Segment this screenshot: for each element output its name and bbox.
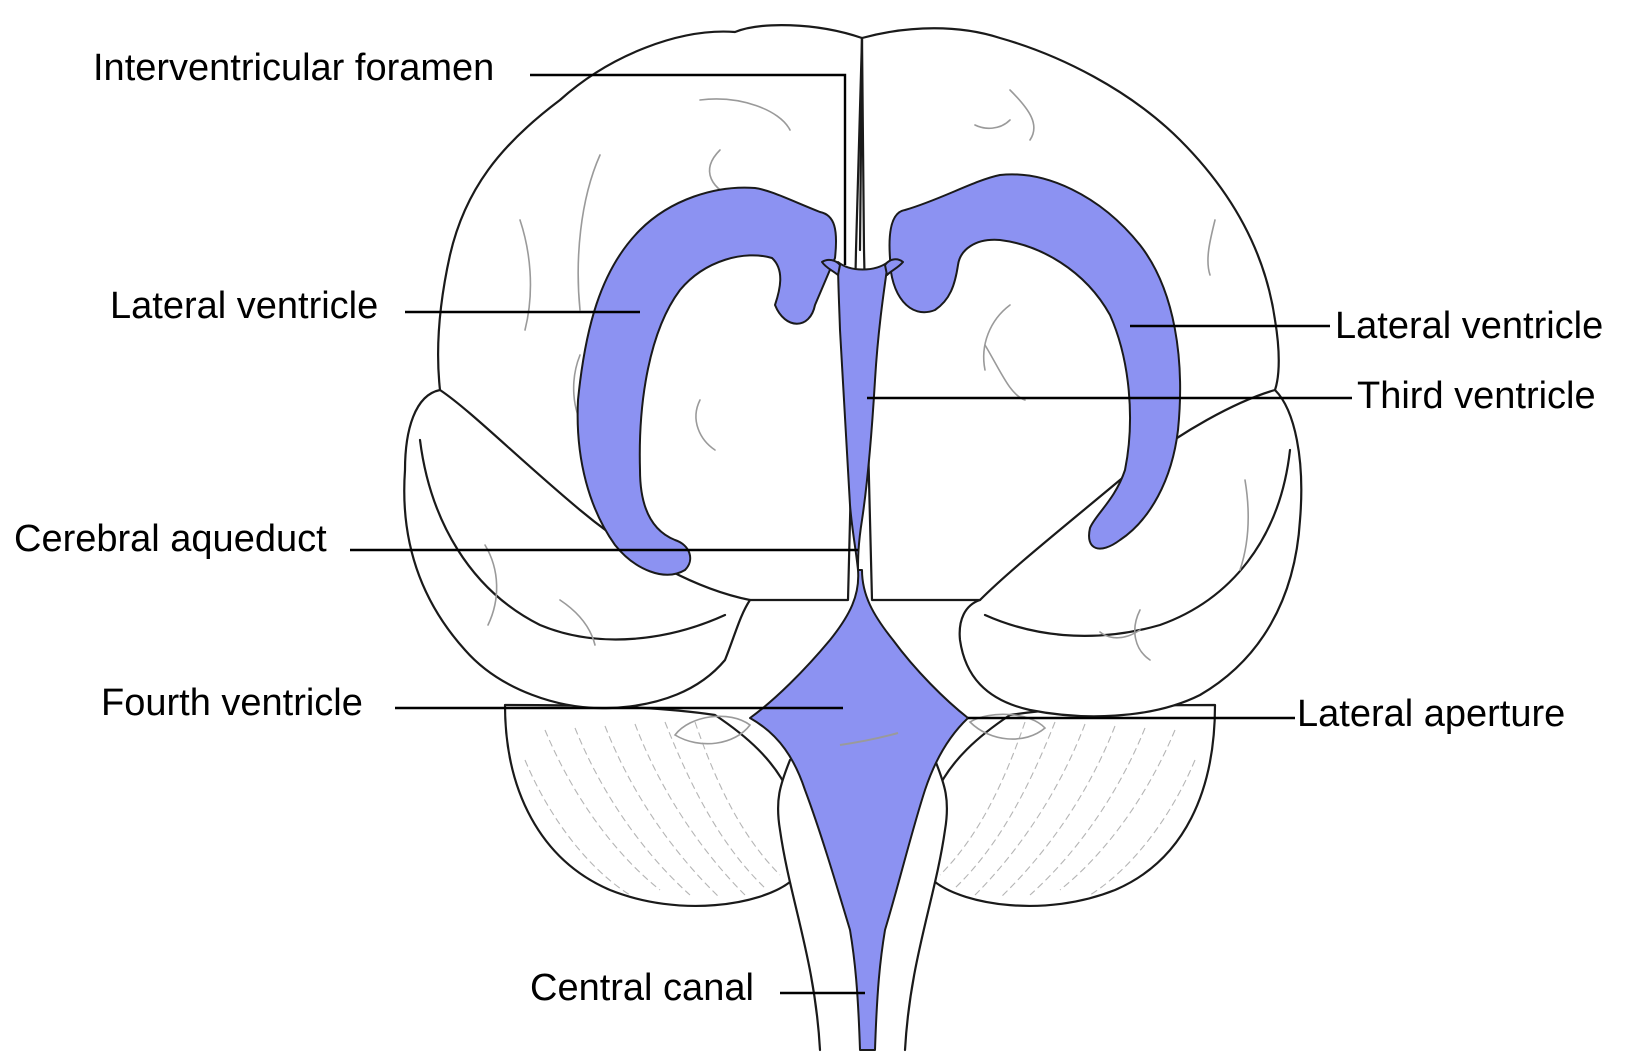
label-cerebral-aqueduct: Cerebral aqueduct — [14, 518, 327, 560]
label-interventricular-foramen: Interventricular foramen — [93, 47, 494, 89]
label-lateral-aperture: Lateral aperture — [1297, 693, 1565, 735]
label-lateral-ventricle-left: Lateral ventricle — [110, 285, 378, 327]
label-central-canal: Central canal — [530, 967, 754, 1009]
label-fourth-ventricle: Fourth ventricle — [101, 682, 363, 724]
label-third-ventricle: Third ventricle — [1357, 375, 1596, 417]
label-lateral-ventricle-right: Lateral ventricle — [1335, 305, 1603, 347]
